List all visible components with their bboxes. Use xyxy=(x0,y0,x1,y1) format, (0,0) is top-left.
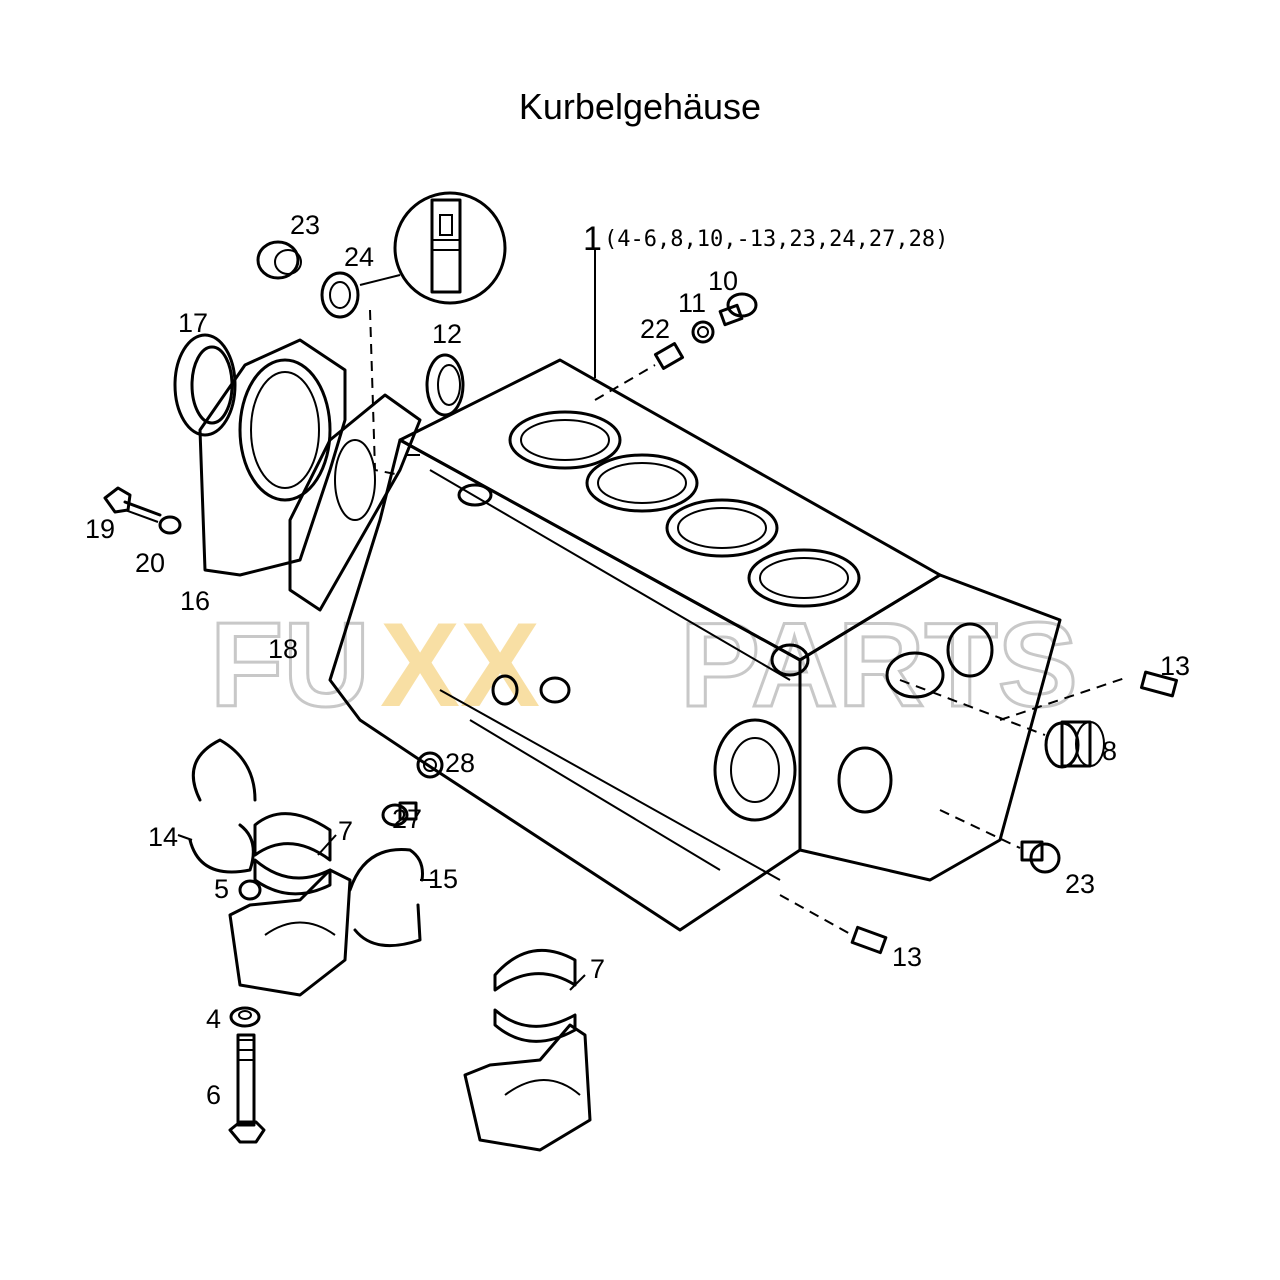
callout-17: 17 xyxy=(178,308,208,338)
assembly-note: 1 (4-6,8,10,-13,23,24,27,28) xyxy=(583,220,948,258)
callout-11: 11 xyxy=(678,288,706,318)
sleeve-13-right xyxy=(999,670,1179,721)
bearing-cap-5 xyxy=(228,868,352,997)
seal-17 xyxy=(173,333,237,437)
callout-6: 6 xyxy=(206,1080,221,1110)
assembly-number: 1 xyxy=(583,220,602,258)
callout-14: 14 xyxy=(148,822,178,852)
callout-19: 19 xyxy=(85,514,115,544)
callout-18: 18 xyxy=(268,634,298,664)
callout-20: 20 xyxy=(135,548,165,578)
crankcase-block xyxy=(328,358,1062,932)
callout-8: 8 xyxy=(1102,736,1117,766)
callout-10: 10 xyxy=(708,266,738,296)
bearing-shell-7-left xyxy=(253,812,332,896)
gasket-18 xyxy=(288,393,422,612)
diagram-title: Kurbelgehäuse xyxy=(518,86,762,127)
washer-4 xyxy=(229,1006,261,1028)
sleeve-13-bottom xyxy=(779,894,888,955)
screw-10 xyxy=(718,292,758,327)
bearing-shell-7-bottom xyxy=(493,948,577,1043)
seal-12 xyxy=(425,353,465,417)
callout-16: 16 xyxy=(180,586,210,616)
callout-24: 24 xyxy=(344,242,374,272)
bolt-6 xyxy=(228,1033,266,1144)
callout-13-bottom: 13 xyxy=(892,942,922,972)
watermark-xx: XX xyxy=(380,598,540,732)
callout-12: 12 xyxy=(432,319,462,349)
callout-28: 28 xyxy=(445,748,475,778)
callout-23-right: 23 xyxy=(1065,869,1095,899)
watermark: FU XX PARTS xyxy=(209,597,1080,734)
plug-23-top xyxy=(256,240,302,280)
thrust-ring-15 xyxy=(348,848,424,948)
watermark-suffix: PARTS xyxy=(680,598,1078,732)
callout-5: 5 xyxy=(214,874,229,904)
callout-4: 4 xyxy=(206,1004,221,1034)
callout-23-top: 23 xyxy=(290,210,320,240)
bearing-cap-bottom xyxy=(463,1023,592,1152)
callout-15: 15 xyxy=(428,864,458,894)
thrust-ring-14 xyxy=(188,738,257,874)
washer-11 xyxy=(691,320,715,344)
plug-22 xyxy=(594,342,685,401)
callout-13-right: 13 xyxy=(1160,651,1190,681)
plug-23-right xyxy=(939,809,1061,874)
leader-lines xyxy=(177,250,596,991)
washer-24 xyxy=(320,271,401,476)
washer-28 xyxy=(416,751,444,779)
bushing-8 xyxy=(899,679,1105,769)
callout-7-left: 7 xyxy=(338,816,353,846)
callout-7-bottom: 7 xyxy=(590,954,605,984)
callout-27: 27 xyxy=(392,804,422,834)
assembly-contents: (4-6,8,10,-13,23,24,27,28) xyxy=(604,227,948,252)
callout-labels: 23 24 17 12 22 11 10 19 20 16 18 13 8 14… xyxy=(85,210,1190,1110)
bolt-19 xyxy=(103,486,162,523)
rear-cover-16 xyxy=(198,338,347,577)
watermark-prefix: FU xyxy=(210,598,370,732)
nut-20 xyxy=(158,515,182,535)
plug-27 xyxy=(381,801,418,827)
callout-22: 22 xyxy=(640,314,670,344)
detail-inset xyxy=(393,191,507,305)
